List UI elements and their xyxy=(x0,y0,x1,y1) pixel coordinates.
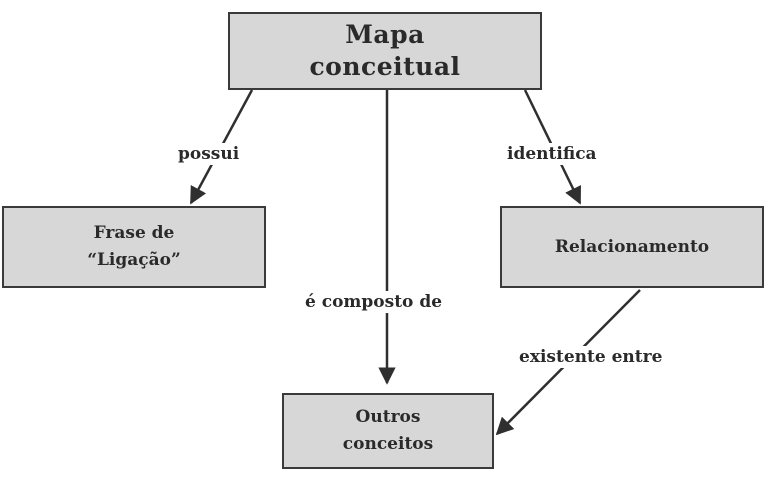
node-mapa-conceitual: Mapa conceitual xyxy=(228,12,542,90)
node-label-line: Mapa xyxy=(345,20,425,49)
edge-label-possui: possui xyxy=(175,143,243,165)
edge-label-composto: é composto de xyxy=(302,291,446,313)
node-label-line: Frase de xyxy=(93,223,175,243)
edge-label-identifica: identifica xyxy=(504,143,600,165)
node-label-line: conceitos xyxy=(342,434,434,454)
edge-label-existente: existente entre xyxy=(516,346,666,368)
node-label-line: Outros xyxy=(355,407,421,427)
node-label-line: “Ligação” xyxy=(87,250,181,270)
node-frase-de-ligacao: Frase de “Ligação” xyxy=(2,206,266,288)
node-label-line: conceitual xyxy=(309,52,461,81)
node-label-line: Relacionamento xyxy=(554,236,710,257)
node-relacionamento: Relacionamento xyxy=(500,206,764,288)
node-outros-conceitos: Outros conceitos xyxy=(282,393,494,469)
